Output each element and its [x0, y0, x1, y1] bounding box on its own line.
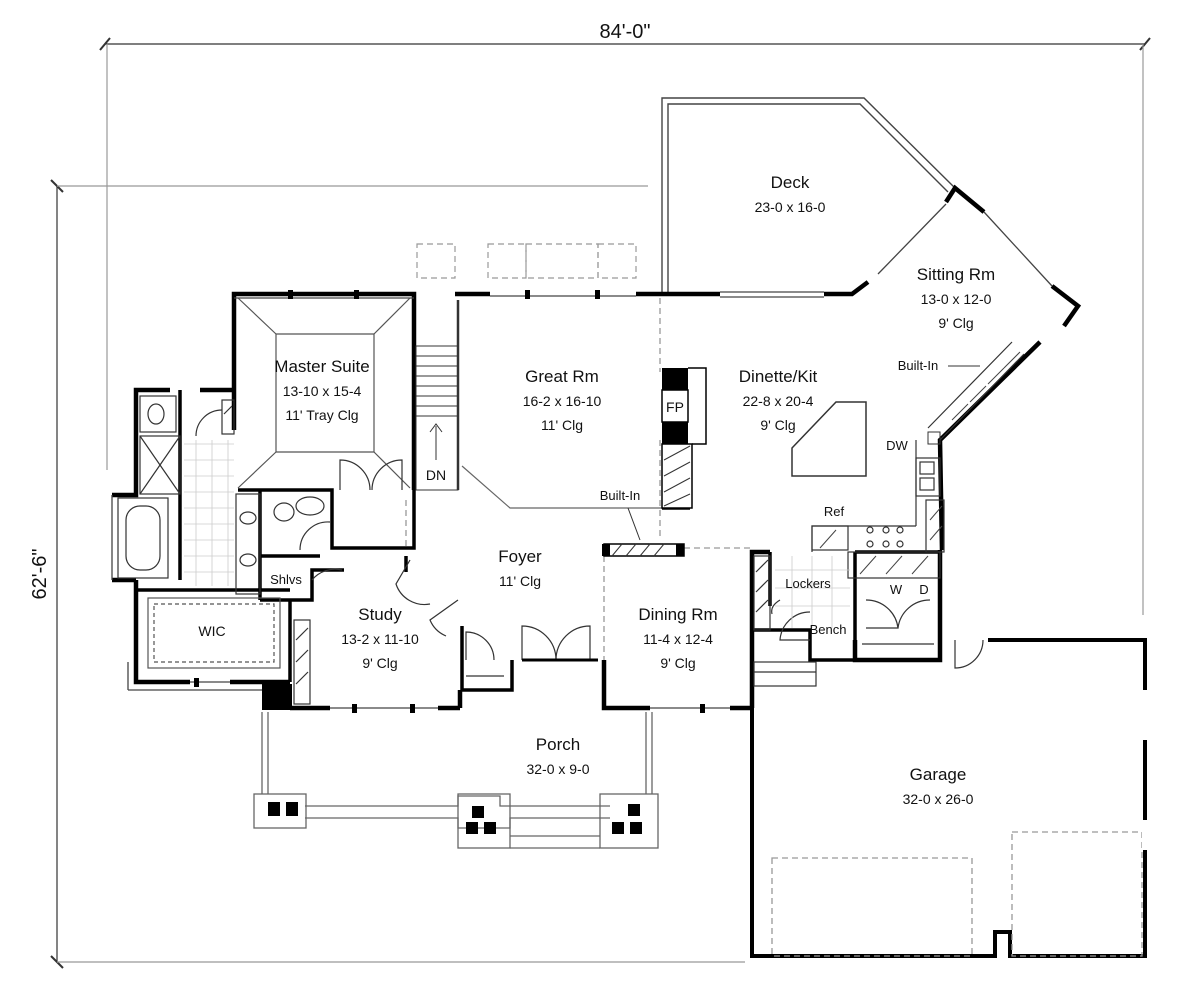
lockers-label: Lockers: [785, 576, 831, 591]
dining-room-size: 11-4 x 12-4: [643, 631, 713, 647]
window-lines: [111, 203, 1053, 709]
walk-in-closet: [147, 597, 281, 669]
kitchen-island: [791, 401, 867, 477]
dryer-label: D: [919, 582, 928, 597]
kitchen-counters: [811, 341, 1025, 579]
garage-size: 32-0 x 26-0: [903, 791, 974, 807]
great-room-ceiling: 11' Clg: [541, 417, 583, 433]
master-suite-size: 13-10 x 15-4: [283, 383, 362, 399]
foyer-ceiling: 11' Clg: [499, 573, 541, 589]
foyer-name: Foyer: [498, 547, 542, 566]
dining-room-ceiling: 9' Clg: [660, 655, 695, 671]
fireplace: [661, 367, 707, 509]
bench-label: Bench: [810, 622, 847, 637]
garage: [750, 638, 1148, 958]
fireplace-label: FP: [666, 399, 684, 415]
doors: [339, 459, 598, 677]
overall-width-label: 84'-0": [600, 21, 651, 43]
room-labels: Deck 23-0 x 16-0 Sitting Rm 13-0 x 12-0 …: [198, 173, 995, 807]
dinette-kitchen-size: 22-8 x 20-4: [743, 393, 814, 409]
bath-tile: [184, 440, 234, 586]
deck-name: Deck: [771, 173, 810, 192]
refrigerator-label: Ref: [824, 504, 845, 519]
washer-label: W: [890, 582, 903, 597]
master-suite-ceiling: 11' Tray Clg: [285, 407, 358, 423]
dining-room-name: Dining Rm: [638, 605, 717, 624]
porch: [253, 712, 659, 849]
porch-column-bases: [268, 802, 642, 834]
master-suite-name: Master Suite: [274, 357, 369, 376]
study-ceiling: 9' Clg: [362, 655, 397, 671]
dashed-openings: [405, 298, 752, 660]
study-name: Study: [358, 605, 402, 624]
study-size: 13-2 x 11-10: [341, 631, 419, 647]
dinette-kitchen-name: Dinette/Kit: [739, 367, 818, 386]
patio-pads: [416, 243, 637, 279]
great-room-size: 16-2 x 16-10: [523, 393, 602, 409]
mudroom-tile: [775, 556, 850, 628]
study-features: [293, 568, 343, 705]
dishwasher-label: DW: [886, 438, 908, 453]
dishwasher-square: [927, 431, 941, 445]
interior-walls: [136, 390, 940, 692]
porch-size: 32-0 x 9-0: [526, 761, 589, 777]
stair-down-label: DN: [426, 467, 446, 483]
corner-column: [262, 684, 292, 710]
garage-name: Garage: [910, 765, 967, 784]
deck-outline: [661, 97, 956, 292]
deck-size: 23-0 x 16-0: [755, 199, 826, 215]
sitting-room-ceiling: 9' Clg: [938, 315, 973, 331]
dimension-lines: [50, 37, 1151, 969]
dinette-kitchen-ceiling: 9' Clg: [760, 417, 795, 433]
laundry-doors: [862, 599, 934, 645]
sitting-room-size: 13-0 x 12-0: [921, 291, 992, 307]
overall-depth-label: 62'-6": [29, 549, 51, 600]
built-in-great-label: Built-In: [600, 488, 640, 503]
stair: [415, 300, 460, 491]
mudroom: [753, 555, 817, 687]
sitting-room-name: Sitting Rm: [917, 265, 995, 284]
annotations: FP DN Built-In Built-In DW Ref Shlvs Loc…: [270, 358, 980, 637]
master-bath: [117, 395, 331, 595]
built-in-sitting-label: Built-In: [898, 358, 938, 373]
exterior-walls: [112, 184, 1082, 711]
tray-ceiling: [237, 297, 411, 489]
wic-name: WIC: [198, 623, 225, 639]
shelves-label: Shlvs: [270, 572, 302, 587]
porch-name: Porch: [536, 735, 580, 754]
built-in-cabinet: [602, 543, 685, 557]
great-room-ceiling-line: [461, 465, 662, 509]
counter-hatch: [819, 351, 1021, 575]
built-in-great-leader: [627, 507, 641, 541]
great-room-name: Great Rm: [525, 367, 599, 386]
window-mullions: [194, 290, 705, 713]
